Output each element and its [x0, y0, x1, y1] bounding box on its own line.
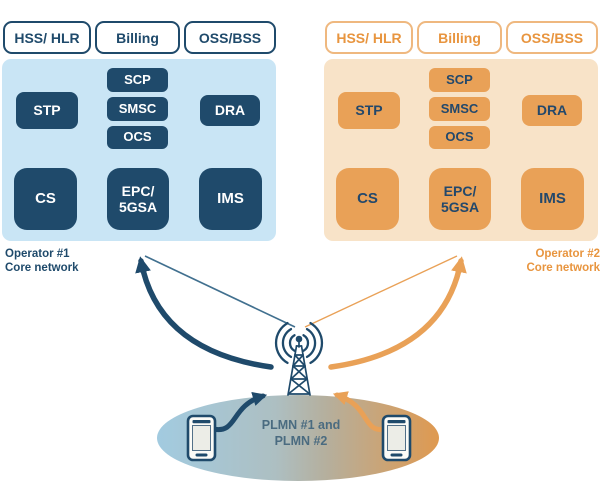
op2-label: Operator #2 Core network: [526, 248, 601, 274]
op1-box-cs: CS: [14, 168, 77, 230]
op2-box-smsc: SMSC: [429, 97, 490, 121]
op2-box-epc-5gsa: EPC/ 5GSA: [429, 168, 491, 230]
phone2-icon: [381, 414, 412, 462]
op1-box-ocs: OCS: [107, 126, 168, 149]
op1-link-line: [144, 255, 296, 328]
phone1-to-tower-arrow: [210, 392, 268, 433]
op2-box-ims: IMS: [521, 168, 584, 230]
op2-box-cs: CS: [336, 168, 399, 230]
op2-header-oss-bss: OSS/BSS: [506, 21, 598, 54]
op1-header-oss-bss: OSS/BSS: [184, 21, 276, 54]
coverage-area-ellipse: [157, 395, 439, 481]
op1-box-stp: STP: [16, 92, 78, 129]
op2-box-dra: DRA: [522, 95, 582, 126]
op1-box-smsc: SMSC: [107, 97, 168, 121]
phone2-to-tower-arrow: [332, 391, 389, 433]
op2-traffic-arrow: [328, 256, 467, 370]
plmn-label: PLMN #1 and PLMN #2: [261, 418, 341, 448]
op1-header-billing: Billing: [95, 21, 180, 54]
op2-header-hss-hlr: HSS/ HLR: [325, 21, 413, 54]
cell-tower-icon: [287, 335, 311, 396]
op2-box-stp: STP: [338, 92, 400, 129]
op1-label: Operator #1 Core network: [5, 248, 79, 274]
signal-waves-icon: [274, 321, 324, 365]
op2-box-ocs: OCS: [429, 126, 490, 149]
op2-box-scp: SCP: [429, 68, 490, 92]
op2-header-billing: Billing: [417, 21, 502, 54]
op1-traffic-arrow: [135, 256, 274, 370]
op1-box-dra: DRA: [200, 95, 260, 126]
op1-box-ims: IMS: [199, 168, 262, 230]
op2-link-line: [304, 255, 458, 328]
op1-box-scp: SCP: [107, 68, 168, 92]
phone1-icon: [186, 414, 217, 462]
op1-box-epc-5gsa: EPC/ 5GSA: [107, 168, 169, 230]
op1-header-hss-hlr: HSS/ HLR: [3, 21, 91, 54]
